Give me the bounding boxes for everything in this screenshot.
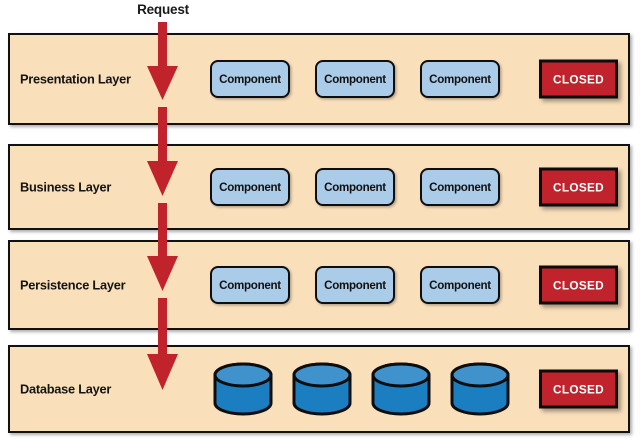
component-box[interactable]: Component (210, 266, 290, 304)
component-box[interactable]: Component (315, 60, 395, 98)
component-box[interactable]: Component (420, 266, 500, 304)
component-box[interactable]: Component (315, 168, 395, 206)
status-badge-closed: CLOSED (539, 167, 618, 207)
component-box[interactable]: Component (210, 60, 290, 98)
layer-presentation: Presentation Layer Component Component C… (8, 33, 630, 125)
layer-title-business: Business Layer (20, 179, 112, 195)
component-box[interactable]: Component (420, 60, 500, 98)
database-cylinder-icon[interactable] (449, 362, 511, 416)
status-badge-closed: CLOSED (539, 265, 618, 305)
request-label: Request (137, 2, 189, 17)
status-badge-closed: CLOSED (539, 369, 618, 409)
status-badge-closed: CLOSED (539, 59, 618, 99)
component-box[interactable]: Component (210, 168, 290, 206)
layer-title-database: Database Layer (20, 381, 112, 397)
component-box[interactable]: Component (420, 168, 500, 206)
database-cylinder-icon[interactable] (370, 362, 432, 416)
layer-business: Business Layer Component Component Compo… (8, 144, 630, 230)
layer-database: Database Layer CLOSED (8, 345, 630, 433)
layer-title-presentation: Presentation Layer (20, 71, 131, 87)
database-cylinder-icon[interactable] (212, 362, 274, 416)
layer-persistence: Persistence Layer Component Component Co… (8, 240, 630, 330)
component-box[interactable]: Component (315, 266, 395, 304)
database-cylinder-icon[interactable] (291, 362, 353, 416)
layer-title-persistence: Persistence Layer (20, 277, 126, 293)
